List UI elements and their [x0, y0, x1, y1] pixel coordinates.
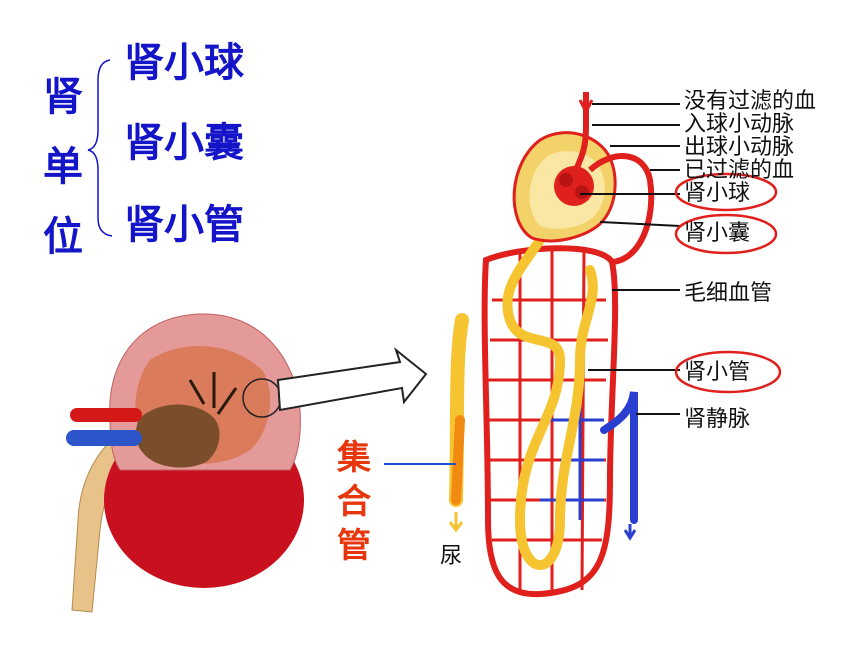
title-char: 位	[43, 214, 83, 260]
component-capsule: 肾小囊	[124, 120, 244, 166]
urine-label: 尿	[440, 544, 463, 569]
nephron-illustration	[384, 92, 782, 598]
title-char: 肾	[43, 74, 83, 120]
label-efferent-arteriole: 出球小动脉	[684, 135, 795, 160]
leader-line	[599, 221, 681, 227]
highlight-oval-tubule	[674, 350, 782, 394]
highlight-oval-glomerulus	[674, 172, 778, 212]
renal-pelvis	[135, 404, 220, 468]
highlight-oval-capsule	[674, 213, 778, 255]
label-capsule: 肾小囊	[684, 221, 751, 246]
label-renal-vein: 肾静脉	[684, 407, 751, 432]
afferent-vessel	[573, 92, 589, 172]
glomerulus-knot	[575, 185, 589, 199]
label-filtered-blood: 已过滤的血	[684, 158, 795, 183]
label-capillaries: 毛细血管	[684, 281, 773, 306]
renal-vein-arrow	[623, 524, 637, 541]
title-char: 单	[43, 144, 83, 190]
collecting-duct-char: 管	[337, 526, 371, 566]
renal-pelvis-branch	[188, 372, 238, 415]
collecting-duct-char: 合	[337, 482, 371, 522]
collecting-duct-shade	[451, 415, 465, 505]
capillary-network	[481, 245, 619, 598]
component-tubule: 肾小管	[124, 202, 244, 248]
zoom-arrow	[276, 347, 428, 412]
label-unfiltered-blood: 没有过滤的血	[684, 89, 817, 114]
collecting-duct-char: 集	[337, 438, 371, 478]
efferent-vessel	[587, 153, 655, 265]
label-tubule: 肾小管	[684, 360, 751, 385]
glomerulus-tuft	[554, 166, 594, 206]
tubule-loop	[502, 235, 598, 570]
glomerulus-knot	[559, 173, 573, 187]
kidney-illustration	[66, 313, 428, 613]
component-glomerulus: 肾小球	[124, 40, 244, 86]
renal-vein-stub	[66, 430, 142, 446]
collecting-duct-label: 集 合 管	[334, 436, 374, 568]
nephron-title: 肾 单 位	[38, 62, 88, 272]
label-afferent-arteriole: 入球小动脉	[684, 112, 795, 137]
renal-artery-stub	[70, 408, 142, 422]
brace	[87, 59, 113, 237]
urine-arrow	[448, 512, 464, 533]
label-glomerulus: 肾小球	[684, 181, 751, 206]
renal-vein-vessel	[600, 391, 638, 524]
blood-in-arrow	[578, 99, 594, 116]
